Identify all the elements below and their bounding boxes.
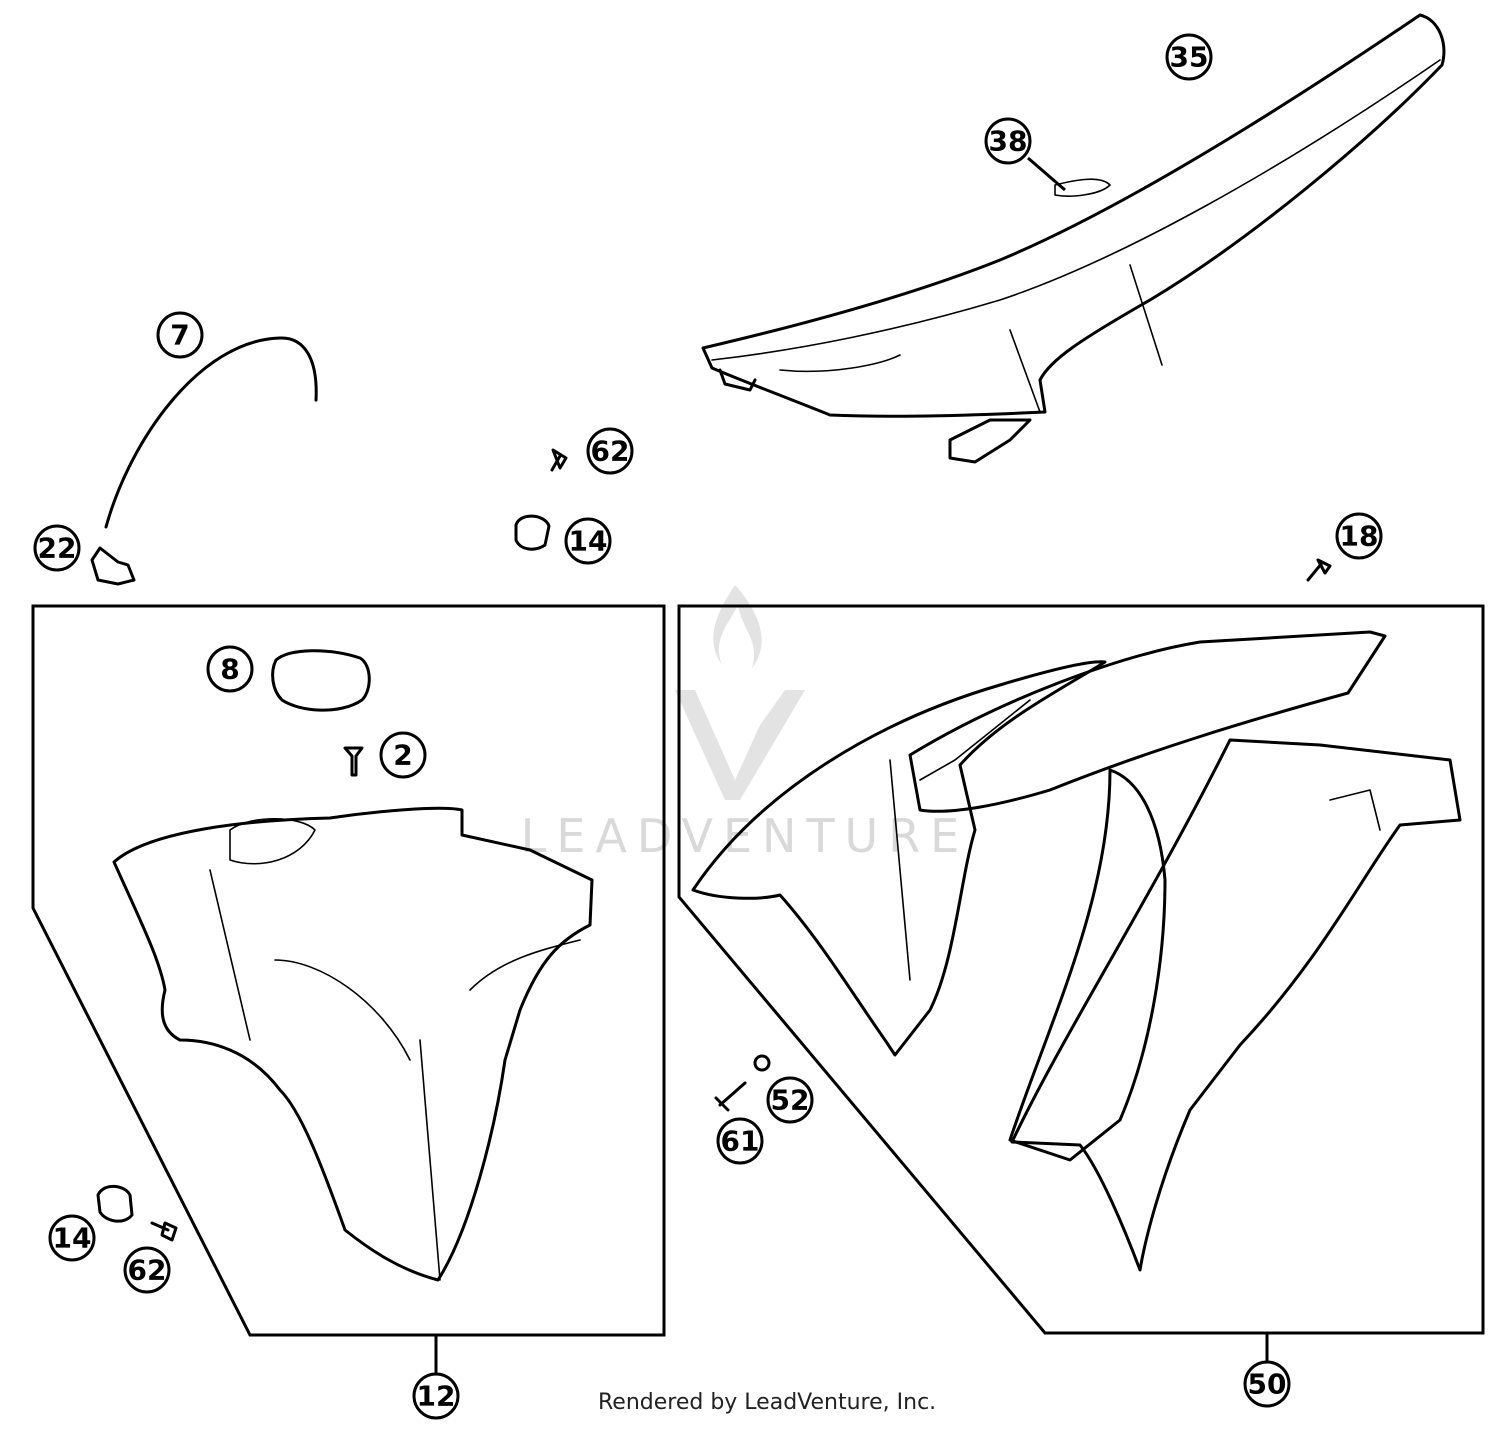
svg-text:50: 50 <box>1248 1368 1287 1401</box>
svg-text:2: 2 <box>393 739 412 772</box>
callout-62-bottom: 62 <box>123 1246 171 1294</box>
svg-text:38: 38 <box>989 125 1028 158</box>
screw-62-top-part <box>550 448 568 472</box>
left-spoiler-part <box>691 660 1107 1057</box>
svg-text:35: 35 <box>1170 41 1209 74</box>
svg-text:7: 7 <box>170 319 189 352</box>
callout-35: 35 <box>1165 33 1213 81</box>
svg-text:61: 61 <box>721 1125 760 1158</box>
fuel-tank-part <box>112 806 594 1282</box>
callout-61: 61 <box>716 1117 764 1165</box>
callout-12: 12 <box>412 1372 460 1420</box>
fuel-tank-group-frame <box>31 604 666 1337</box>
watermark-logo <box>675 585 805 800</box>
callout-7: 7 <box>156 311 204 359</box>
callout-38: 38 <box>984 117 1032 165</box>
footer-credit: Rendered by LeadVenture, Inc. <box>598 1390 937 1415</box>
spoiler-group-frame <box>677 604 1485 1335</box>
screw-61-part <box>714 1081 747 1112</box>
screw-62-bottom-part <box>150 1221 178 1242</box>
callout-2: 2 <box>379 731 427 779</box>
tank-cap-part <box>271 649 371 712</box>
radiator-shroud-part <box>908 630 1462 1272</box>
callout-50: 50 <box>1243 1360 1291 1408</box>
screw-18-part <box>1306 558 1332 582</box>
leader-38 <box>1027 156 1066 192</box>
nut-52-part <box>753 1054 771 1072</box>
svg-text:22: 22 <box>38 532 77 565</box>
callout-62-top: 62 <box>586 427 634 475</box>
svg-text:62: 62 <box>128 1254 167 1287</box>
watermark-text: LEADVENTURE <box>521 809 970 863</box>
svg-text:14: 14 <box>53 1222 92 1255</box>
rubber-bushing-14-bottom-part <box>96 1184 134 1223</box>
callout-8: 8 <box>206 645 254 693</box>
fuel-hose-part <box>104 336 318 529</box>
callout-22: 22 <box>33 524 81 572</box>
svg-text:18: 18 <box>1340 520 1379 553</box>
seat-part <box>701 13 1446 464</box>
callout-14-top: 14 <box>564 517 612 565</box>
callout-52: 52 <box>766 1076 814 1124</box>
callout-18: 18 <box>1335 512 1383 560</box>
svg-text:62: 62 <box>591 435 630 468</box>
svg-text:8: 8 <box>220 653 239 686</box>
svg-text:12: 12 <box>417 1380 456 1413</box>
screw-2-part <box>343 746 364 777</box>
rubber-bushing-14-top-part <box>514 514 551 551</box>
svg-text:52: 52 <box>771 1084 810 1117</box>
callout-14-bottom: 14 <box>48 1214 96 1262</box>
hose-fitting-part <box>90 546 136 586</box>
svg-text:14: 14 <box>569 525 608 558</box>
